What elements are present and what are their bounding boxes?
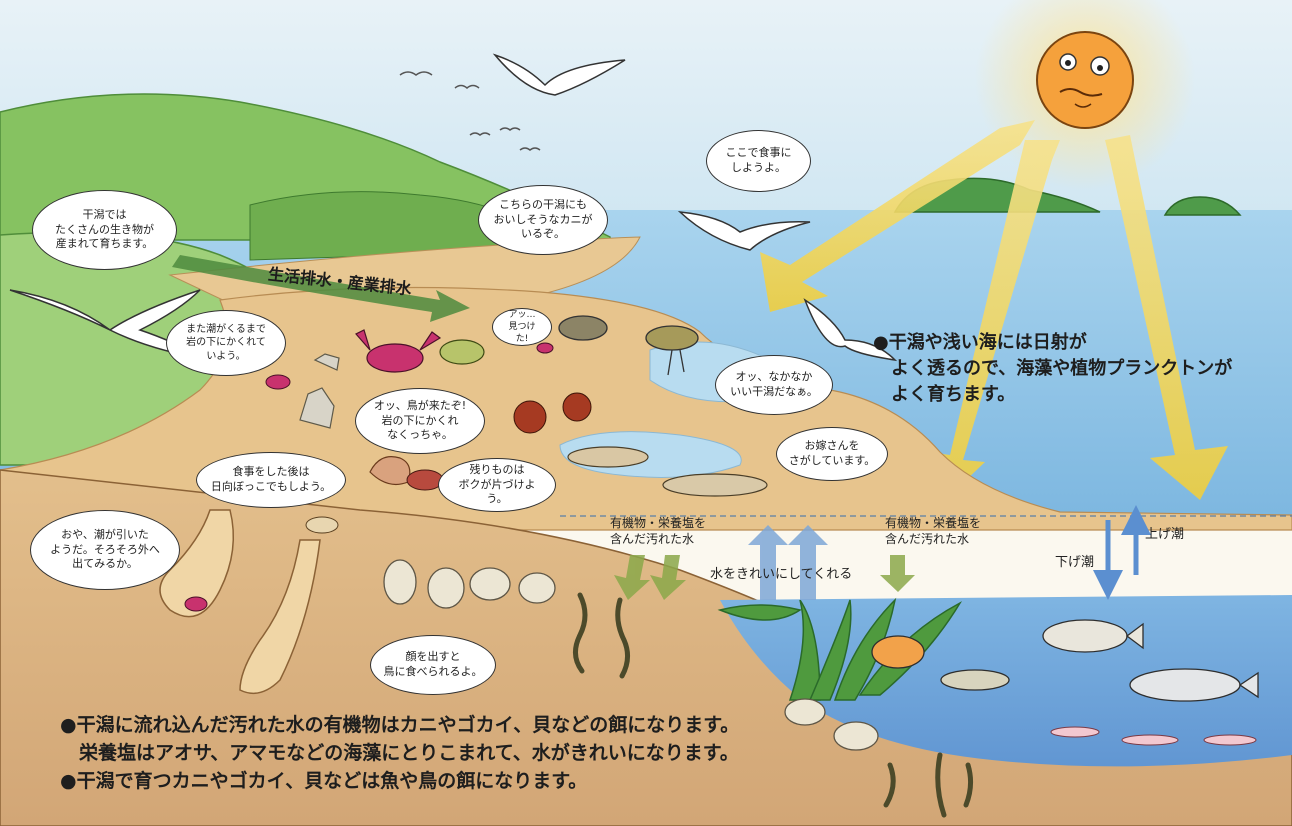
purify-label: 水をきれいにしてくれる xyxy=(710,567,853,582)
goby-fish-icon xyxy=(567,446,649,468)
sea-anemone-icon xyxy=(513,392,592,434)
green-crab-icon xyxy=(439,339,485,365)
crab-burrow xyxy=(159,509,235,618)
bird-icons xyxy=(9,53,898,362)
small-crab-icon xyxy=(184,342,554,612)
seagrass xyxy=(717,597,963,701)
sun-ray-3 xyxy=(1105,135,1228,500)
fish-icons xyxy=(871,619,1259,702)
distant-bird-icons xyxy=(399,71,541,151)
speech-bubble-11: おや、潮が引いた ようだ。そろそろ外へ 出てみるか。 xyxy=(30,510,180,590)
shorebird-icons xyxy=(558,315,699,376)
bottom-note-2: 栄養塩はアオサ、アマモなどの海藻にとりこまれて、水がきれいになります。 xyxy=(60,742,739,764)
red-crab-icon xyxy=(355,329,442,373)
speech-bubble-10: 残りものは ボクが片づけよう。 xyxy=(438,458,556,512)
clam-icons xyxy=(383,559,879,751)
sand-crab-icon xyxy=(305,516,339,534)
speech-bubble-6: オッ、鳥が来たぞ! 岩の下にかくれ なくっちゃ。 xyxy=(355,388,485,454)
speech-bubble-4: また潮がくるまで 岩の下にかくれて いよう。 xyxy=(166,310,286,376)
hermit-crab-icon xyxy=(369,456,444,491)
bottom-note-1: ●干潟に流れ込んだ汚れた水の有機物はカニやゴカイ、貝などの餌になります。 xyxy=(60,714,740,736)
organic-arrows xyxy=(614,555,915,600)
speech-bubble-3: ここで食事に しようよ。 xyxy=(706,130,811,192)
speech-bubble-5: アッ… 見つけた! xyxy=(492,308,552,346)
organic-label-right: 有機物・栄養塩を 含んだ汚れた水 xyxy=(885,516,982,546)
mudskipper-icon xyxy=(662,473,768,497)
speech-bubble-9: 食事をした後は 日向ぼっこでもしよう。 xyxy=(196,452,346,508)
purify-arrows xyxy=(748,525,828,600)
speech-bubble-8: お嫁さんを さがしています。 xyxy=(776,427,888,481)
speech-bubble-1: 干潟では たくさんの生き物が 産まれて育ちます。 xyxy=(32,190,177,270)
rock-icons xyxy=(299,353,340,429)
bottom-note-3: ●干潟で育つカニやゴカイ、貝などは魚や鳥の餌になります。 xyxy=(60,770,588,792)
lugworm-icons xyxy=(573,592,974,818)
speech-bubble-12: 顔を出すと 鳥に食べられるよ。 xyxy=(370,635,496,695)
ebb-tide-label: 下げ潮 xyxy=(1055,555,1095,570)
sun-icon xyxy=(1036,31,1134,129)
shrimp-icons xyxy=(1050,726,1257,746)
flood-tide-label: 上げ潮 xyxy=(1145,527,1185,542)
speech-bubble-7: オッ、なかなか いい干潟だなぁ。 xyxy=(715,355,833,415)
island-2 xyxy=(1163,196,1242,216)
tide-arrows xyxy=(1093,505,1151,600)
sunlight-note: ●干潟や浅い海には日射が よく透るので、海藻や植物プランクトンが よく育ちます。 xyxy=(873,332,1233,406)
sun-ray-1 xyxy=(760,120,1035,312)
speech-bubble-2: こちらの干潟にも おいしそうなカニが いるぞ。 xyxy=(478,185,608,255)
effluent-arrow xyxy=(172,255,470,322)
organic-label-left: 有機物・栄養塩を 含んだ汚れた水 xyxy=(610,516,707,546)
sun-ray-2 xyxy=(915,140,1060,505)
worm-burrow xyxy=(239,539,321,695)
